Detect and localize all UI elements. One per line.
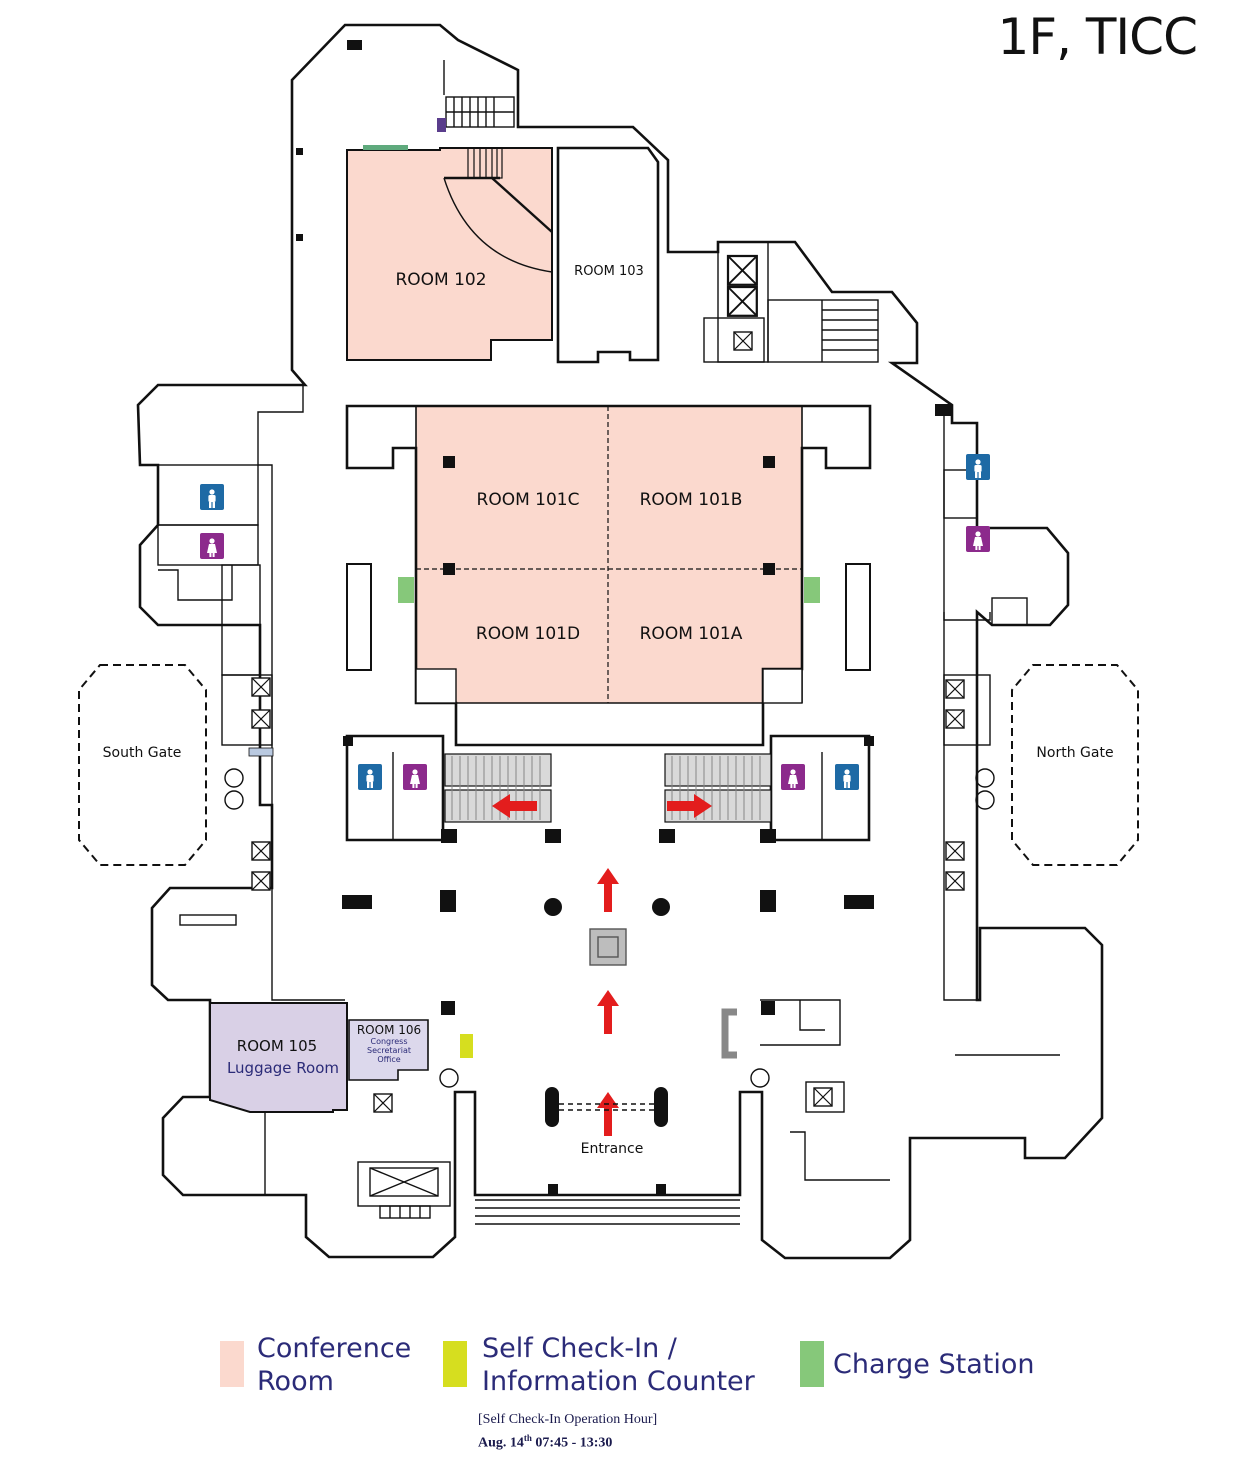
legend-self-check-in-swatch <box>443 1341 467 1387</box>
room-105-sub-label: Luggage Room <box>227 1059 339 1077</box>
elevator-icon <box>726 254 758 286</box>
room-101a-label: ROOM 101A <box>640 624 743 644</box>
hours-date-sup: th <box>523 1433 532 1443</box>
room-106-sub3: Office <box>377 1055 400 1064</box>
south-gate-label: South Gate <box>103 745 182 761</box>
red-arrow-icon <box>667 794 712 818</box>
charge-station-marker <box>804 577 820 603</box>
red-arrow-icon <box>597 990 619 1034</box>
floor-title: 1F, TICC <box>997 8 1198 66</box>
hours-date-prefix: Aug. 14 <box>478 1435 524 1451</box>
elevator-icon <box>733 331 753 351</box>
elevator-icon <box>373 1093 393 1113</box>
elevator-icon <box>945 709 965 729</box>
charge-station-marker <box>398 577 414 603</box>
room-101d-label: ROOM 101D <box>476 624 580 644</box>
elevator-icon <box>945 679 965 699</box>
elevator-icon <box>251 841 271 861</box>
escalator-icon <box>444 753 772 823</box>
legend-charge-station-label: Charge Station <box>833 1349 1035 1380</box>
legend-self-check-in-label-2: Information Counter <box>482 1366 755 1397</box>
legend-conference-swatch <box>220 1341 244 1387</box>
room-102-label: ROOM 102 <box>395 270 486 290</box>
elevator-icon <box>813 1087 833 1107</box>
self-check-in-marker <box>460 1034 473 1058</box>
red-arrow-icon <box>492 794 537 818</box>
elevator-icon <box>251 709 271 729</box>
hours-heading: [Self Check-In Operation Hour] <box>478 1412 658 1427</box>
elevator-icon <box>945 871 965 891</box>
room-105-label: ROOM 105 <box>237 1037 317 1055</box>
legend-charge-station-swatch <box>800 1341 824 1387</box>
north-gate-outline <box>1011 664 1139 866</box>
hours-time: 07:45 - 13:30 <box>535 1435 613 1451</box>
room-106-sub1: Congress <box>371 1037 408 1046</box>
room-103-label: ROOM 103 <box>574 264 644 279</box>
room-101b-label: ROOM 101B <box>640 490 743 510</box>
legend-self-check-in-label-1: Self Check-In / <box>482 1333 677 1364</box>
room-106-sub2: Secretariat <box>367 1046 411 1055</box>
elevator-icon <box>251 871 271 891</box>
room-106-label: ROOM 106 <box>357 1023 421 1037</box>
elevator-icon <box>945 841 965 861</box>
room-101c-label: ROOM 101C <box>477 490 580 510</box>
entrance-label: Entrance <box>581 1141 644 1157</box>
hours-date: Aug. 14th 07:45 - 13:30 <box>478 1429 657 1453</box>
north-gate-label: North Gate <box>1036 745 1113 761</box>
red-arrow-icon <box>597 1092 619 1136</box>
elevator-icon <box>726 285 758 317</box>
legend-conference-label: Conference Room <box>257 1333 412 1397</box>
elevator-icon <box>251 677 271 697</box>
self-check-in-hours: [Self Check-In Operation Hour] Aug. 14th… <box>478 1411 657 1453</box>
south-gate-outline <box>78 664 207 866</box>
red-arrow-icon <box>597 868 619 912</box>
